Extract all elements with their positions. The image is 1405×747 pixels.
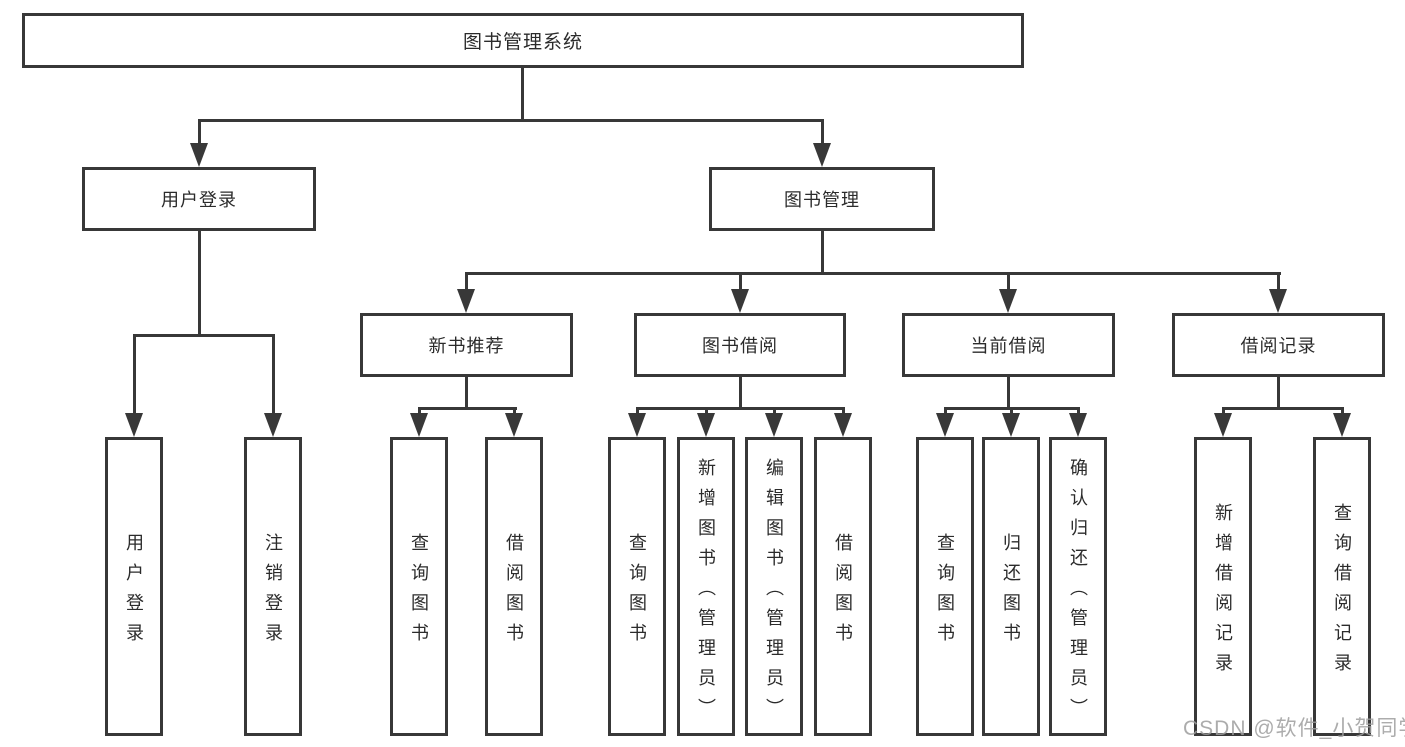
arrow-down-icon xyxy=(731,289,749,313)
node-book-borrow: 图书借阅 xyxy=(634,313,846,377)
node-new-book-recommend: 新书推荐 xyxy=(360,313,573,377)
leaf-query-books: 查询图书 xyxy=(390,437,448,736)
node-user-login-label: 用户登录 xyxy=(161,190,237,210)
leaf-borrow-books: 借阅图书 xyxy=(814,437,872,736)
leaf-query-books-label: 查询图书 xyxy=(627,532,647,653)
connector-drop xyxy=(773,407,776,415)
connector-section-rail xyxy=(418,407,517,410)
connector-drop xyxy=(1222,407,1225,415)
node-current-borrow: 当前借阅 xyxy=(902,313,1115,377)
connector-level3-rail xyxy=(465,272,1281,275)
connector-drop xyxy=(1077,407,1080,415)
leaf-confirm-return-admin-label: 确认归还（管理员） xyxy=(1068,457,1088,728)
arrow-down-icon xyxy=(1333,413,1351,437)
connector-drop xyxy=(198,119,201,143)
connector-user-login-rail xyxy=(133,334,274,337)
arrow-down-icon xyxy=(936,413,954,437)
leaf-borrow-books-label: 借阅图书 xyxy=(504,532,524,653)
connector-drop xyxy=(705,407,708,415)
connector-drop xyxy=(465,272,468,289)
leaf-add-book-admin-label: 新增图书（管理员） xyxy=(696,457,716,728)
node-borrow-records-label: 借阅记录 xyxy=(1240,336,1317,356)
leaf-query-books: 查询图书 xyxy=(608,437,666,736)
leaf-user-login: 用户登录 xyxy=(105,437,163,736)
leaf-logout: 注销登录 xyxy=(244,437,302,736)
leaf-query-borrow-record-label: 查询借阅记录 xyxy=(1332,502,1352,683)
connector-drop xyxy=(842,407,845,415)
arrow-down-icon xyxy=(834,413,852,437)
leaf-query-books-label: 查询图书 xyxy=(935,532,955,653)
leaf-edit-book-admin: 编辑图书（管理员） xyxy=(745,437,803,736)
leaf-return-books: 归还图书 xyxy=(982,437,1040,736)
connector-drop xyxy=(1341,407,1344,415)
connector-drop xyxy=(1277,272,1280,289)
connector-drop xyxy=(1010,407,1013,415)
connector-drop xyxy=(944,407,947,415)
connector-drop xyxy=(636,407,639,415)
leaf-borrow-books: 借阅图书 xyxy=(485,437,543,736)
leaf-borrow-books-label: 借阅图书 xyxy=(833,532,853,653)
node-book-mgmt-label: 图书管理 xyxy=(784,190,860,210)
leaf-query-books: 查询图书 xyxy=(916,437,974,736)
connector-drop xyxy=(133,334,136,413)
leaf-edit-book-admin-label: 编辑图书（管理员） xyxy=(764,457,784,728)
arrow-down-icon xyxy=(697,413,715,437)
leaf-logout-label: 注销登录 xyxy=(263,532,283,653)
node-new-book-recommend-label: 新书推荐 xyxy=(428,336,505,356)
connector-drop xyxy=(821,119,824,143)
connector-section-stem xyxy=(1277,377,1280,408)
connector-drop xyxy=(418,407,421,415)
leaf-query-books-label: 查询图书 xyxy=(409,532,429,653)
connector-root-stem xyxy=(521,68,524,120)
connector-section-stem xyxy=(465,377,468,408)
arrow-down-icon xyxy=(999,289,1017,313)
connector-section-rail xyxy=(636,407,845,410)
watermark: CSDN @软件_小贺同学 xyxy=(1183,717,1405,740)
leaf-add-borrow-record: 新增借阅记录 xyxy=(1194,437,1252,736)
connector-section-stem xyxy=(739,377,742,408)
node-borrow-records: 借阅记录 xyxy=(1172,313,1385,377)
leaf-return-books-label: 归还图书 xyxy=(1001,532,1021,653)
leaf-query-borrow-record: 查询借阅记录 xyxy=(1313,437,1371,736)
leaf-user-login-label: 用户登录 xyxy=(124,532,144,653)
connector-section-rail xyxy=(1222,407,1344,410)
arrow-down-icon xyxy=(457,289,475,313)
connector-user-login-stem xyxy=(198,231,201,335)
arrow-down-icon xyxy=(1269,289,1287,313)
arrow-down-icon xyxy=(813,143,831,167)
arrow-down-icon xyxy=(125,413,143,437)
node-book-borrow-label: 图书借阅 xyxy=(702,336,778,356)
arrow-down-icon xyxy=(1002,413,1020,437)
connector-section-stem xyxy=(1007,377,1010,408)
arrow-down-icon xyxy=(628,413,646,437)
connector-drop xyxy=(1007,272,1010,289)
connector-drop xyxy=(513,407,516,415)
node-root: 图书管理系统 xyxy=(22,13,1024,68)
node-book-mgmt: 图书管理 xyxy=(709,167,935,231)
arrow-down-icon xyxy=(1214,413,1232,437)
connector-drop xyxy=(272,334,275,413)
arrow-down-icon xyxy=(505,413,523,437)
node-current-borrow-label: 当前借阅 xyxy=(970,336,1047,356)
connector-drop xyxy=(739,272,742,289)
arrow-down-icon xyxy=(190,143,208,167)
connector-book-mgmt-stem xyxy=(821,231,824,273)
leaf-confirm-return-admin: 确认归还（管理员） xyxy=(1049,437,1107,736)
node-root-label: 图书管理系统 xyxy=(462,32,583,53)
connector-level2-rail xyxy=(198,119,824,122)
node-user-login: 用户登录 xyxy=(82,167,316,231)
arrow-down-icon xyxy=(410,413,428,437)
arrow-down-icon xyxy=(765,413,783,437)
leaf-add-book-admin: 新增图书（管理员） xyxy=(677,437,735,736)
leaf-add-borrow-record-label: 新增借阅记录 xyxy=(1213,502,1233,683)
arrow-down-icon xyxy=(264,413,282,437)
arrow-down-icon xyxy=(1069,413,1087,437)
